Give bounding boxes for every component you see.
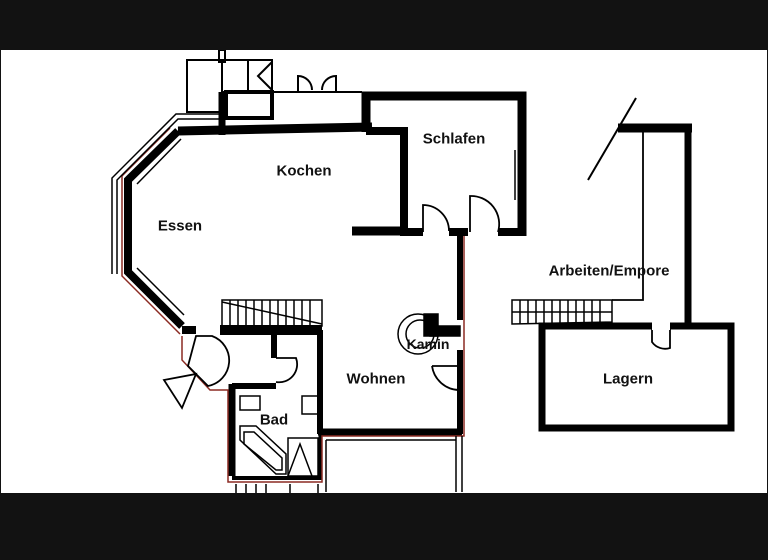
windows bbox=[111, 113, 520, 492]
walls bbox=[124, 91, 527, 480]
floor-plan-canvas: Kochen Schlafen Essen Arbeiten/Empore Ka… bbox=[1, 50, 767, 493]
stairs-right bbox=[511, 299, 613, 325]
room-label-essen: Essen bbox=[157, 217, 203, 235]
doors bbox=[162, 195, 671, 410]
floor-plan-drawing bbox=[111, 50, 735, 493]
room-label-wohnen: Wohnen bbox=[346, 370, 406, 388]
top-annex bbox=[186, 50, 362, 120]
kamin-fireplace bbox=[397, 313, 461, 355]
room-label-lagern: Lagern bbox=[602, 370, 654, 388]
bottom-letterbox-bar bbox=[0, 493, 768, 560]
top-letterbox-bar bbox=[0, 0, 768, 50]
room-label-bad: Bad bbox=[259, 411, 289, 429]
bathroom-fixtures bbox=[235, 395, 319, 493]
room-label-kochen: Kochen bbox=[276, 162, 332, 180]
stairs-left bbox=[221, 299, 323, 327]
right-building bbox=[538, 97, 735, 432]
room-label-arbeiten-empore: Arbeiten/Empore bbox=[548, 262, 670, 280]
room-label-kamin: Kamin bbox=[406, 336, 450, 352]
room-label-schlafen: Schlafen bbox=[422, 130, 486, 148]
